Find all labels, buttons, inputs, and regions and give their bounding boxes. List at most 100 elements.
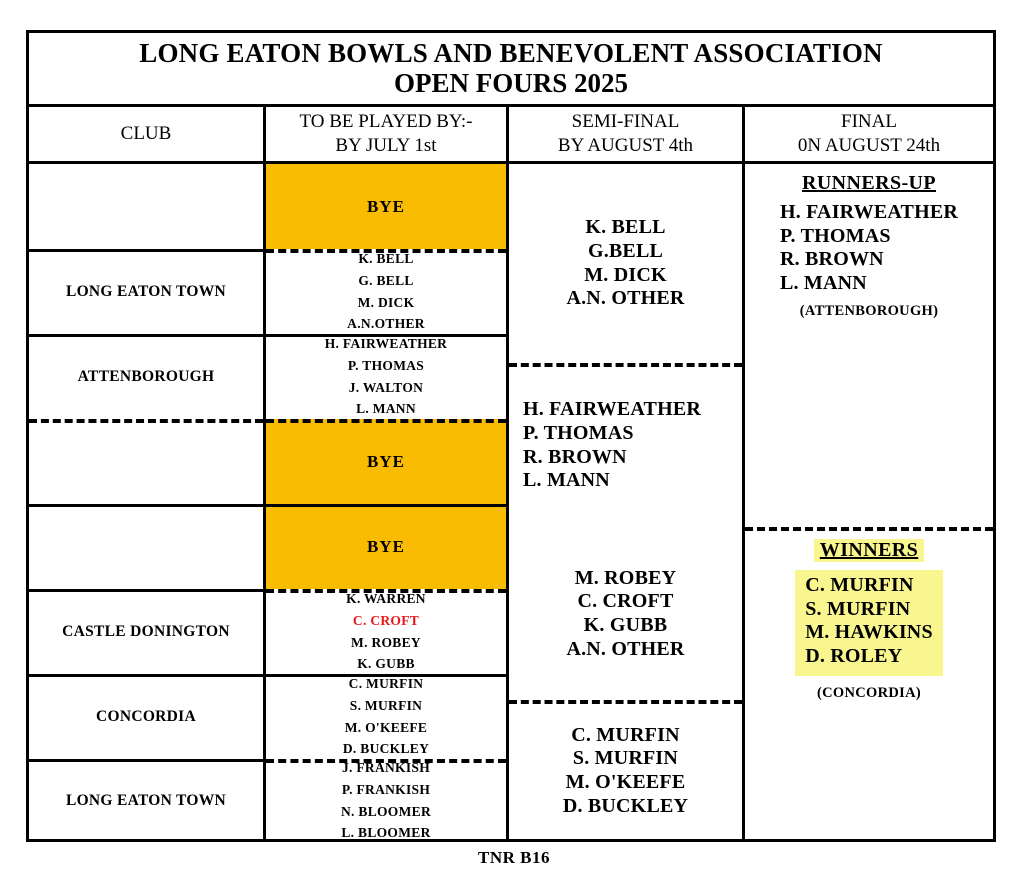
round1-divider [266,674,506,677]
semifinal-block-2: M. ROBEY C. CROFT K. GUBB A.N. OTHER [509,528,742,700]
round1-bye-3: BYE [266,419,506,504]
winners-name-stack: C. MURFIN S. MURFIN M. HAWKINS D. ROLEY [795,570,943,677]
page-title-line1: LONG EATON BOWLS AND BENEVOLENT ASSOCIAT… [139,38,883,69]
semifinal-name-stack: C. MURFIN S. MURFIN M. O'KEEFE D. BUCKLE… [563,724,688,818]
header-final-line2: 0N AUGUST 24th [797,135,941,156]
club-divider [29,504,263,507]
round1-team-7: J. FRANKISH P. FRANKISH N. BLOOMER L. BL… [266,759,506,842]
player-name: K. WARREN [346,590,426,606]
round1-divider-dashed [266,249,506,253]
round1-team-2: H. FAIRWEATHER P. THOMAS J. WALTON L. MA… [266,334,506,419]
player-name: K. BELL [585,216,666,239]
column-club: LONG EATON TOWN ATTENBOROUGH CASTLE DONI… [29,164,266,842]
round1-divider [266,504,506,507]
player-name-highlighted: C. CROFT [352,612,420,628]
player-name: J. FRANKISH [341,759,431,775]
round1-team-6: C. MURFIN S. MURFIN M. O'KEEFE D. BUCKLE… [266,674,506,759]
player-name: M. HAWKINS [805,621,933,644]
player-name: L. BLOOMER [341,825,431,841]
club-name: LONG EATON TOWN [65,282,227,300]
page-title-line2: OPEN FOURS 2025 [393,67,628,98]
player-name: J. WALTON [348,379,424,395]
club-divider [29,589,263,592]
club-divider [29,759,263,762]
semifinal-block-3: C. MURFIN S. MURFIN M. O'KEEFE D. BUCKLE… [509,700,742,842]
player-name: G. BELL [358,272,414,288]
tournament-table: LONG EATON BOWLS AND BENEVOLENT ASSOCIAT… [26,30,996,842]
semifinal-name-stack: K. BELL G.BELL M. DICK A.N. OTHER [566,216,684,310]
club-divider [29,334,263,337]
header-round1-line1: TO BE PLAYED BY:- [299,111,473,133]
header-club-line1: CLUB [120,123,172,145]
player-name: A.N.OTHER [347,316,425,332]
player-name: H. FAIRWEATHER [779,201,959,223]
player-name: A.N. OTHER [566,637,685,660]
round1-divider-dashed [266,759,506,763]
player-name: N. BLOOMER [340,803,431,819]
round1-divider-dashed [266,419,506,423]
player-name: L. MANN [523,469,610,492]
club-cell-5: CASTLE DONINGTON [29,589,263,674]
player-name: S. MURFIN [349,697,423,713]
final-runners-up-block: RUNNERS-UP H. FAIRWEATHER P. THOMAS R. B… [745,172,993,320]
club-cell-6: CONCORDIA [29,674,263,759]
player-name: P. THOMAS [779,224,891,247]
player-name: L. MANN [356,401,416,417]
player-name: P. FRANKISH [341,781,431,797]
club-cell-3 [29,419,263,504]
round1-name-stack: K. BELL G. BELL M. DICK A.N.OTHER [347,248,425,335]
club-divider [29,249,263,252]
round1-bye-0: BYE [266,164,506,249]
club-divider [29,674,263,677]
runners-up-club: (ATTENBOROUGH) [799,303,939,320]
player-name: D. BUCKLEY [342,741,430,757]
player-name: C. MURFIN [348,675,424,691]
player-name: D. ROLEY [805,644,903,667]
round1-team-1: K. BELL G. BELL M. DICK A.N.OTHER [266,249,506,334]
club-divider-dashed [29,419,263,423]
player-name: M. O'KEEFE [565,771,686,793]
player-name: C. CROFT [577,590,674,613]
player-name: M. ROBEY [351,634,421,650]
club-name: LONG EATON TOWN [65,791,227,809]
club-name: ATTENBOROUGH [77,367,215,385]
player-name: K. GUBB [583,614,668,636]
winners-heading: WINNERS [813,539,925,562]
round1-name-stack: J. FRANKISH P. FRANKISH N. BLOOMER L. BL… [341,757,431,844]
column-round1: BYE K. BELL G. BELL M. DICK A.N.OTHER H.… [266,164,509,842]
player-name: H. FAIRWEATHER [523,398,702,421]
player-name: C. MURFIN [571,723,680,746]
club-cell-2: ATTENBOROUGH [29,334,263,419]
header-semifinal: SEMI-FINAL BY AUGUST 4th [509,107,745,161]
semifinal-divider-dashed [509,363,742,367]
player-name: G.BELL [587,239,664,262]
club-cell-1: LONG EATON TOWN [29,249,263,334]
player-name: M. DICK [357,294,415,310]
header-semifinal-line1: SEMI-FINAL [571,111,680,133]
column-semifinal: K. BELL G.BELL M. DICK A.N. OTHER H. FAI… [509,164,745,842]
player-name: S. MURFIN [572,747,679,770]
player-name: L. MANN [779,271,867,294]
round1-divider-dashed [266,589,506,593]
header-semifinal-line2: BY AUGUST 4th [557,135,694,156]
bye-label: BYE [367,196,405,216]
player-name: K. GUBB [357,656,415,672]
header-round1: TO BE PLAYED BY:- BY JULY 1st [266,107,509,161]
header-final-line1: FINAL [841,111,897,133]
header-club: CLUB [29,107,266,161]
player-name: M. DICK [584,263,667,286]
footer-text: TNR B16 [478,848,550,867]
player-name: H. FAIRWEATHER [324,335,448,351]
player-name: P. THOMAS [523,421,634,444]
semifinal-divider-dashed [509,700,742,704]
player-name: M. ROBEY [574,566,677,589]
round1-bye-4: BYE [266,504,506,589]
player-name: S. MURFIN [805,597,911,620]
round1-name-stack: C. MURFIN S. MURFIN M. O'KEEFE D. BUCKLE… [343,673,429,760]
player-name: D. BUCKLEY [562,794,689,817]
club-name: CONCORDIA [95,707,196,725]
club-cell-4 [29,504,263,589]
bye-label: BYE [367,536,405,556]
runners-up-name-stack: H. FAIRWEATHER P. THOMAS R. BROWN L. MAN… [780,201,958,295]
